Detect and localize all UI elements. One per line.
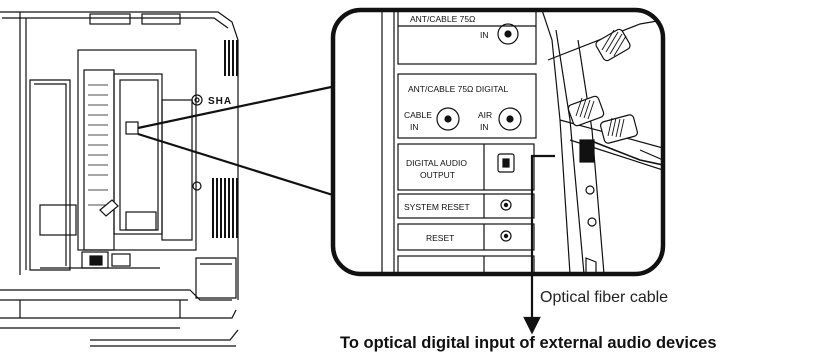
air-in-label-1: AIR	[478, 110, 492, 120]
digital-audio-label-1: DIGITAL AUDIO	[406, 158, 467, 168]
tv-rear-illustration	[0, 11, 239, 347]
ant-cable-top-label: ANT/CABLE 75Ω	[410, 14, 475, 24]
system-reset-label: SYSTEM RESET	[404, 202, 470, 212]
destination-label: To optical digital input of external aud…	[340, 334, 717, 352]
optical-fiber-cable-label: Optical fiber cable	[540, 289, 669, 306]
digital-header-label: ANT/CABLE 75Ω DIGITAL	[408, 84, 508, 94]
top-in-label: IN	[480, 30, 489, 40]
panel-labels: ANT/CABLE 75Ω IN ANT/CABLE 75Ω DIGITAL C…	[404, 14, 508, 243]
air-in-label-2: IN	[480, 122, 489, 132]
cable-in-label-2: IN	[410, 122, 419, 132]
brand-logo-text: SHA	[208, 96, 232, 107]
optical-cable-arrow	[523, 154, 555, 335]
digital-audio-label-2: OUTPUT	[420, 170, 455, 180]
cable-in-label-1: CABLE	[404, 110, 432, 120]
zoom-callout-lines	[137, 84, 337, 198]
zoomed-terminal-panel	[330, 7, 666, 277]
reset-label: RESET	[426, 233, 454, 243]
